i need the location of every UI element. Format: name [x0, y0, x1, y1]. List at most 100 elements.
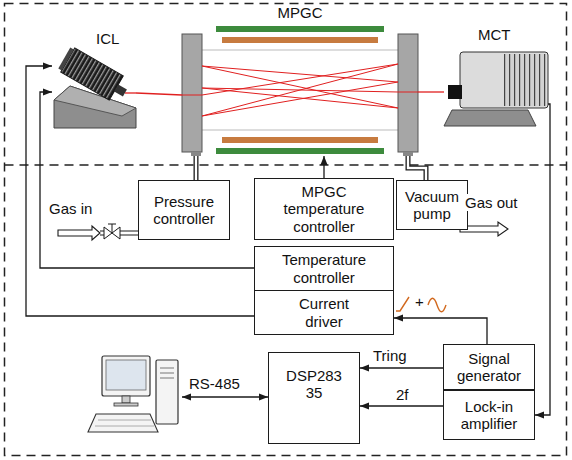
label-holder: +: [414, 293, 425, 311]
processor-box: DSP283 35: [268, 352, 360, 444]
detector-body: [460, 52, 548, 108]
signal-name: 2f: [395, 386, 410, 403]
label-holder: RS-485: [188, 375, 241, 393]
tower-drives: [160, 368, 174, 378]
box-label: Pressure controller: [144, 193, 224, 228]
cell-wall: [202, 50, 398, 51]
signal-wire: [548, 104, 550, 126]
signal-line: [360, 367, 443, 368]
signal-line: [535, 126, 550, 415]
gas-port: [191, 152, 201, 156]
gas-pipe: [100, 231, 138, 235]
screen: [106, 360, 146, 390]
dashed-divider: [5, 164, 567, 166]
heater-bar: [216, 26, 384, 32]
signal-line: [26, 66, 254, 316]
connector-group: [418, 92, 444, 93]
detector-fins: [504, 54, 546, 106]
connector-group: [394, 318, 487, 344]
process-box: Vacuum pump: [396, 180, 468, 230]
gas-cell: MPGC: [182, 4, 418, 156]
cell-wall: [202, 130, 398, 131]
laser-beam: [125, 92, 136, 93]
laser-beam: [136, 93, 182, 95]
computer-tower: [156, 360, 178, 424]
box-label: MPGC temperature controller: [274, 183, 374, 235]
operator-label: +: [414, 293, 425, 310]
gas-pipe: [408, 156, 426, 180]
edge-label-holder: Tring: [372, 347, 408, 365]
mirror-plate: [398, 34, 418, 152]
mirror-plate: [182, 34, 202, 152]
detector: MCT: [444, 26, 554, 126]
monitor: [102, 356, 150, 396]
signal-line: [360, 405, 443, 406]
beam-path: [182, 64, 418, 116]
connector-group: [360, 406, 443, 407]
edge-label-holder: 2f: [395, 386, 410, 404]
connector-group: [360, 368, 443, 369]
sine-symbol: [428, 298, 446, 312]
process-box: Current driver: [254, 290, 394, 335]
box-label: DSP283 35: [283, 367, 345, 402]
part-label: ICL: [96, 30, 119, 47]
gas-port: [403, 152, 413, 156]
computer-icon: [88, 356, 178, 432]
box-label: Vacuum pump: [402, 188, 462, 223]
heater-bar: [222, 37, 378, 43]
process-box: Temperature controller: [254, 246, 394, 291]
detector-mount: [444, 110, 536, 126]
label-holder: Gas in: [48, 200, 93, 218]
bus-label: RS-485: [188, 375, 241, 392]
signal-line: [323, 156, 324, 178]
box-label: Signal generator: [449, 350, 529, 385]
ramp-symbol: [396, 297, 409, 311]
monitor-foot: [114, 403, 138, 406]
connector-group: [535, 126, 550, 415]
laser-figure: [54, 46, 136, 128]
valve-symbol: [112, 227, 120, 239]
connector-group: [136, 93, 182, 95]
process-box: MPGC temperature controller: [254, 178, 394, 240]
laser-beam: [418, 91, 444, 92]
gas-inlet-arrow: [58, 226, 100, 240]
port-label: Gas in: [48, 200, 93, 217]
pipe-bore: [195, 156, 197, 180]
signal-line: [40, 92, 254, 268]
connector-group: [40, 92, 254, 268]
part-label: MCT: [478, 26, 511, 43]
connector-group: [324, 156, 325, 178]
laser-cap: [58, 48, 73, 71]
gas-pipe: [194, 156, 199, 180]
serial-link: [182, 396, 268, 397]
heater-bar: [222, 137, 378, 143]
detector-figure: [444, 52, 550, 126]
dashed-frame: [5, 4, 567, 456]
part-label: MPGC: [278, 4, 323, 21]
heater-bar: [216, 148, 384, 154]
process-box: Signal generator: [443, 344, 535, 390]
box-label: Lock-in amplifier: [449, 398, 529, 433]
process-box: Pressure controller: [138, 180, 230, 240]
box-label: Temperature controller: [269, 251, 379, 286]
laser-nozzle: [114, 85, 127, 97]
connector-group: [196, 156, 197, 180]
box-label: Current driver: [284, 295, 364, 330]
gas-cell-figure: [182, 26, 418, 156]
connector-group: [408, 156, 426, 180]
monitor-stand: [122, 396, 130, 403]
keyboard-keys: [95, 420, 154, 426]
connector-group: [26, 66, 254, 316]
process-box: Lock-in amplifier: [443, 390, 535, 440]
label-holder: Gas out: [464, 194, 519, 212]
keyboard: [88, 414, 158, 432]
port-label: Gas out: [464, 194, 519, 211]
valve-symbol: [104, 227, 112, 239]
detector-window: [448, 85, 462, 99]
laser-source: ICL: [52, 30, 136, 128]
valve-stem: [108, 224, 116, 233]
signal-line: [394, 318, 487, 344]
pipe-bore: [408, 156, 426, 180]
